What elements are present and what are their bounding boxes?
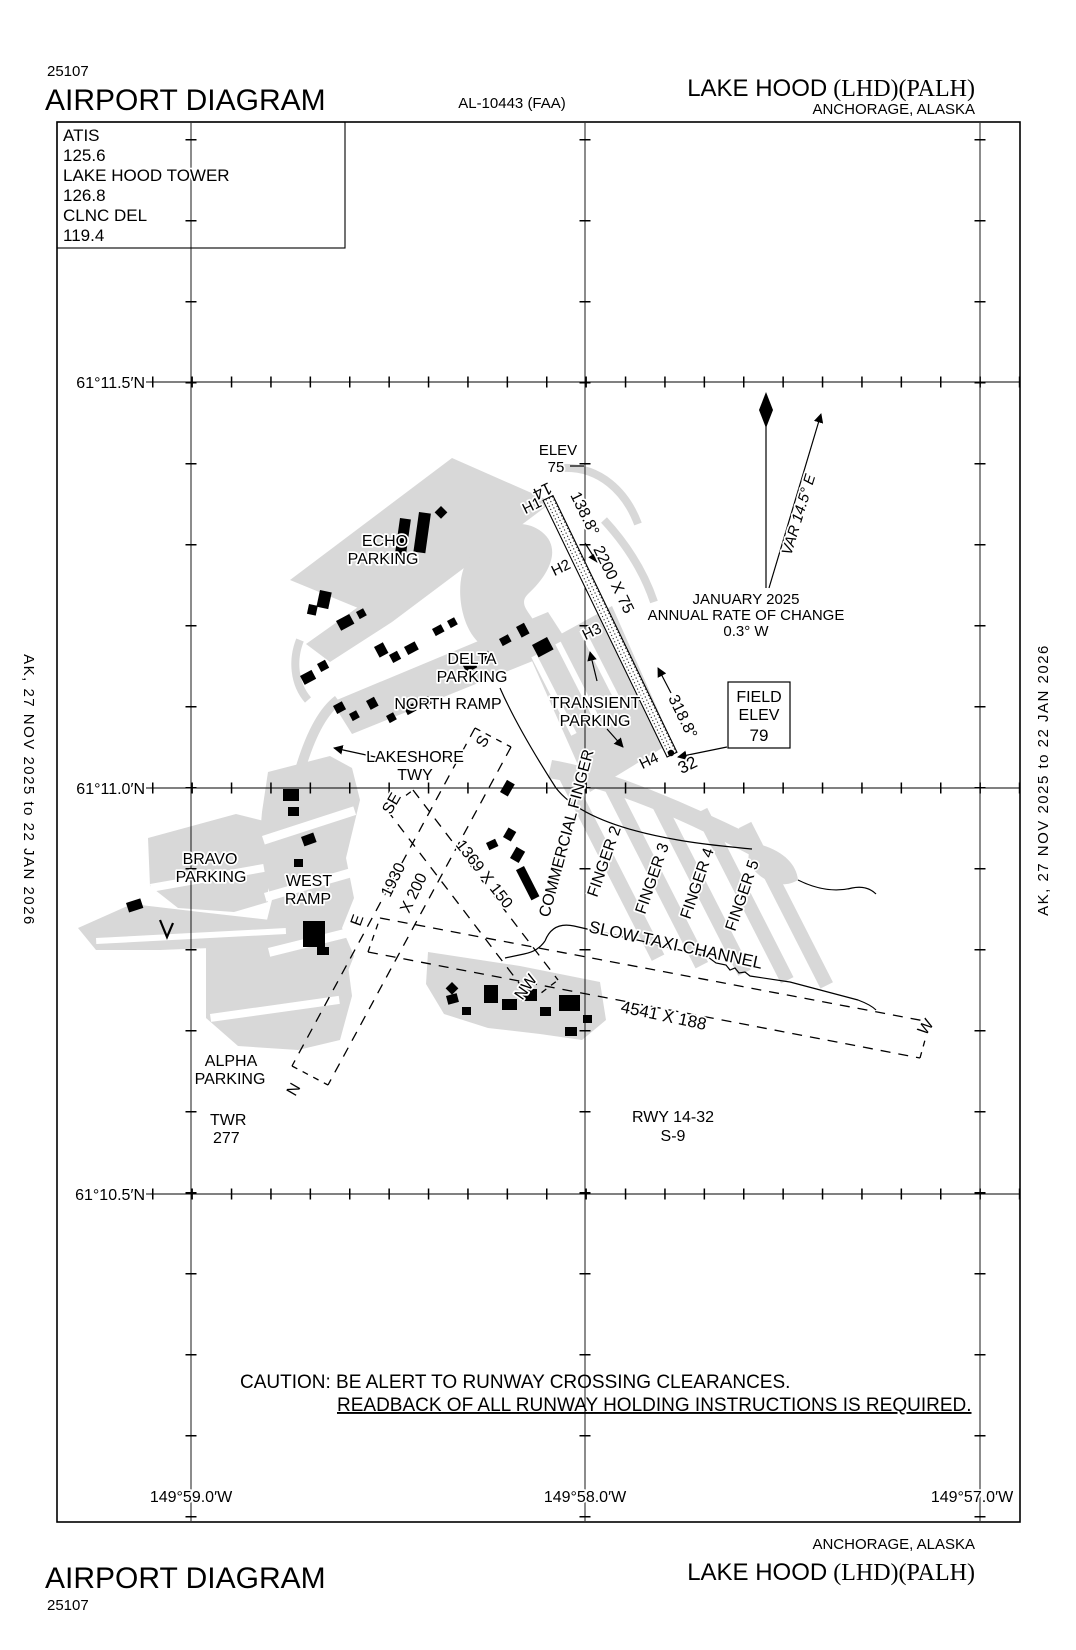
clnc-del-label: CLNC DEL xyxy=(63,206,147,225)
footer-chart-code: 25107 xyxy=(47,1597,89,1614)
field-elev-arrow-icon xyxy=(677,746,728,760)
footer-airport-ids: (LHD)(PALH) xyxy=(833,1560,975,1586)
lon-label-1: 149°59.0′W xyxy=(150,1489,233,1506)
nwse-lane-dims: 1369 X 150 xyxy=(452,837,516,912)
graticule-lines xyxy=(146,123,1020,1521)
right-margin-effective-dates: AK, 27 NOV 2025 to 22 JAN 2026 xyxy=(1035,644,1052,916)
echo-parking-line1: ECHO xyxy=(362,533,408,550)
west-ramp-line1: WEST xyxy=(286,873,332,890)
lane-end-e: E xyxy=(348,913,368,929)
footer-city-state: ANCHORAGE, ALASKA xyxy=(812,1536,975,1553)
transient-parking-line1: TRANSIENT xyxy=(550,695,641,712)
annual-rate-value: 0.3° W xyxy=(723,623,769,640)
seaplane-anchorage-icon xyxy=(158,919,175,940)
tower-label-map: TWR xyxy=(210,1112,246,1129)
transient-parking-line2: PARKING xyxy=(560,713,631,730)
left-margin-effective-dates: AK, 27 NOV 2025 to 22 JAN 2026 xyxy=(20,654,37,926)
runway-14-32 xyxy=(542,494,678,758)
transient-parking-arrow-icon xyxy=(587,651,598,682)
clnc-del-freq: 119.4 xyxy=(63,226,104,245)
runway-heading-14: 138.8° xyxy=(566,489,602,538)
lakeshore-twy-line2: TWY xyxy=(397,767,433,784)
helipad-h2: H2 xyxy=(549,556,574,580)
field-elev-line2: ELEV xyxy=(739,707,780,724)
runway-number-32: 32 xyxy=(675,752,700,777)
footer-title: AIRPORT DIAGRAM xyxy=(45,1562,326,1595)
runway-heading-32: 318.8° xyxy=(664,692,700,741)
shoreline-and-taxi-route xyxy=(499,687,877,1011)
field-elev-box: FIELD ELEV 79 xyxy=(727,681,791,749)
atis-freq: 125.6 xyxy=(63,146,106,165)
tower-elev: 277 xyxy=(213,1130,240,1147)
echo-parking-line2: PARKING xyxy=(348,551,419,568)
footer-airport-title: LAKE HOOD(LHD)(PALH) xyxy=(687,1559,975,1586)
lon-label-2: 149°58.0′W xyxy=(544,1489,627,1506)
lakeshore-twy-arrow-icon xyxy=(333,745,381,759)
bravo-parking-line1: BRAVO xyxy=(183,851,238,868)
lat-label-1: 61°11.5′N xyxy=(76,375,145,392)
lane-end-se: SE xyxy=(379,790,404,817)
coordinate-labels: 61°11.5′N 61°11.0′N 61°10.5′N 149°59.0′W… xyxy=(73,373,1015,1508)
lat-label-2: 61°11.0′N xyxy=(76,781,145,798)
airport-ids: (LHD)(PALH) xyxy=(833,76,975,102)
compass-group: VAR 14.5° E JANUARY 2025 ANNUAL RATE OF … xyxy=(648,392,845,640)
runway-end-dot xyxy=(667,749,675,757)
alpha-parking-line1: ALPHA xyxy=(205,1053,258,1070)
city-state: ANCHORAGE, ALASKA xyxy=(812,101,975,118)
procedure-id: AL-10443 (FAA) xyxy=(458,95,566,112)
delta-parking-line1: DELTA xyxy=(447,651,497,668)
bravo-parking-line2: PARKING xyxy=(176,869,247,886)
variation-label: VAR 14.5° E xyxy=(779,471,820,557)
lane-end-w: W xyxy=(915,1016,938,1039)
tower-label: LAKE HOOD TOWER xyxy=(63,166,230,185)
chart-code-top: 25107 xyxy=(47,63,89,80)
map-frame xyxy=(56,121,1021,1523)
runway-id-note: RWY 14-32 xyxy=(632,1109,714,1126)
field-elev-line1: FIELD xyxy=(736,689,781,706)
north-ramp-label: NORTH RAMP xyxy=(394,696,501,713)
threshold-elev-label: ELEV xyxy=(539,442,577,459)
threshold-elev-value: 75 xyxy=(548,459,565,476)
lat-label-3: 61°10.5′N xyxy=(75,1187,145,1204)
runway-strength: S-9 xyxy=(661,1128,686,1145)
airport-name: LAKE HOOD xyxy=(687,75,827,102)
caution-line1: CAUTION: BE ALERT TO RUNWAY CROSSING CLE… xyxy=(240,1372,790,1393)
comm-box: ATIS 125.6 LAKE HOOD TOWER 126.8 CLNC DE… xyxy=(56,121,346,249)
alpha-parking-line2: PARKING xyxy=(195,1071,266,1088)
ew-lane-dims: 4541 X 188 xyxy=(619,997,708,1034)
annotation-arrows xyxy=(333,542,728,760)
tower-freq: 126.8 xyxy=(63,186,106,205)
heading-318-arrow-icon xyxy=(657,667,672,694)
delta-parking-line2: PARKING xyxy=(437,669,508,686)
apron-shapes-layer xyxy=(78,458,833,1050)
header: 25107 AIRPORT DIAGRAM AL-10443 (FAA) LAK… xyxy=(45,63,975,118)
variation-date: JANUARY 2025 xyxy=(692,591,799,608)
lakeshore-twy-line1: LAKESHORE xyxy=(366,749,464,766)
atis-label: ATIS xyxy=(63,126,100,145)
lon-label-3: 149°57.0′W xyxy=(931,1489,1014,1506)
footer-airport-name: LAKE HOOD xyxy=(687,1559,827,1586)
water-lanes xyxy=(291,727,931,1086)
north-arrow-icon xyxy=(759,392,773,428)
caution-line2: READBACK OF ALL RUNWAY HOLDING INSTRUCTI… xyxy=(337,1395,972,1416)
west-ramp-line2: RAMP xyxy=(285,891,331,908)
annual-rate-label: ANNUAL RATE OF CHANGE xyxy=(648,607,845,624)
page-title: AIRPORT DIAGRAM xyxy=(45,84,326,117)
airport-title: LAKE HOOD(LHD)(PALH) xyxy=(687,75,975,102)
lane-end-n: N xyxy=(284,1080,305,1099)
field-elev-value: 79 xyxy=(750,726,769,745)
transient-parking-arrow2-icon xyxy=(606,728,624,748)
caution-note: CAUTION: BE ALERT TO RUNWAY CROSSING CLE… xyxy=(240,1372,972,1416)
variation-arrow-icon xyxy=(768,413,824,589)
heading-138-arrow-icon xyxy=(584,542,598,563)
buildings-layer xyxy=(125,505,592,1036)
footer: ANCHORAGE, ALASKA LAKE HOOD(LHD)(PALH) A… xyxy=(45,1536,975,1614)
